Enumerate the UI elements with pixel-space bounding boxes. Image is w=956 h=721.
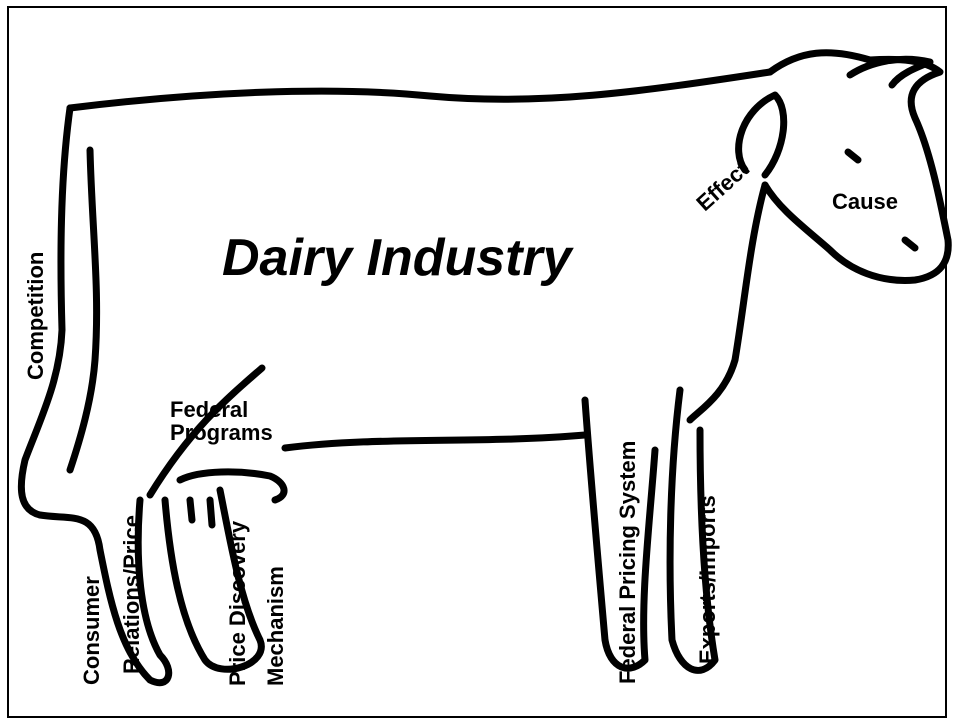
label-competition: Competition [24,252,47,380]
label-federal-programs: Federal Programs [170,398,273,444]
label-consumer: Consumer [80,576,103,685]
label-exports-imports: Exports/Imports [696,495,719,664]
label-cause: Cause [832,190,898,213]
cow-tail [70,150,97,470]
label-mechanism: Mechanism [264,566,287,686]
cow-belly [285,435,585,448]
cow-muzzle [905,240,915,248]
cow-chest [690,185,765,420]
label-federal-pricing-system: Federal Pricing System [616,441,639,684]
cow-udder [180,472,284,525]
cow-ear [739,95,784,175]
label-relations-price: Relations/Price [120,515,143,674]
cow-eye [848,152,858,160]
label-federal: Federal [170,398,273,421]
cow-head [765,53,948,281]
cow-back-leg-left [40,500,169,683]
label-programs: Programs [170,421,273,444]
diagram-title: Dairy Industry [222,228,572,288]
label-price-discovery: Price Discovery [226,521,249,686]
cow-back [70,72,770,108]
